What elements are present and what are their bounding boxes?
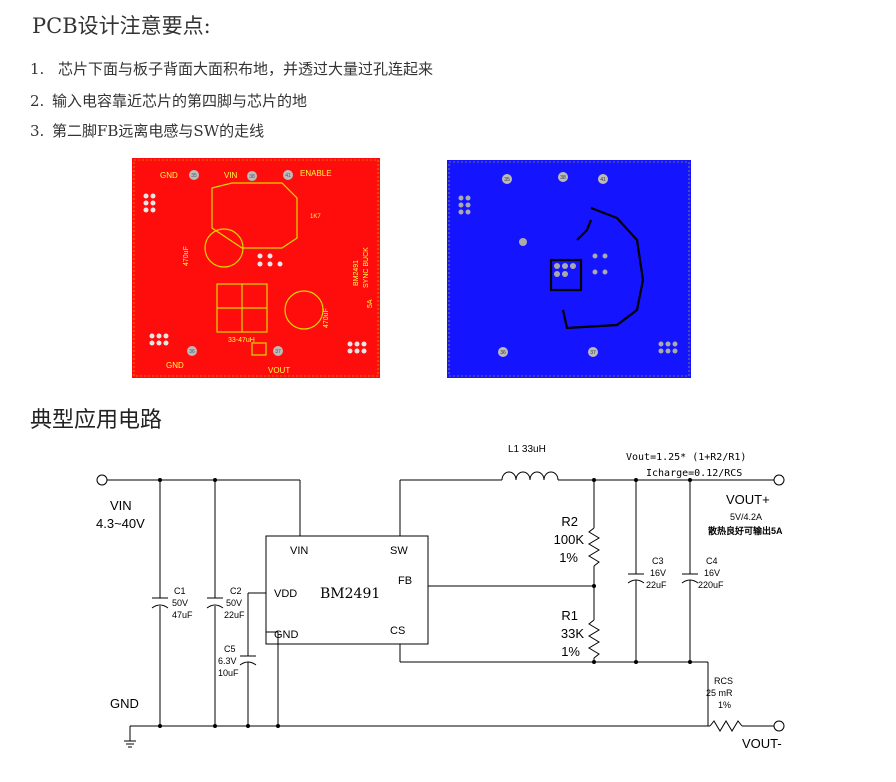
note-number: 3. (30, 122, 45, 140)
pcb-bottom-background (447, 160, 691, 378)
pcb-label-gnd-bottom: GND (166, 361, 184, 370)
vout-plus-label: VOUT+ (726, 492, 770, 507)
rcs-ref: RCS (714, 676, 733, 686)
c1-value: 47uF (172, 610, 193, 620)
pcb-top-background (132, 158, 380, 378)
pad-label: 37 (590, 350, 596, 356)
note-3: 3. 第二脚FB远离电感与SW的走线 (30, 120, 264, 141)
c3-voltage: 16V (650, 568, 666, 578)
chip-name: BM2491 (320, 586, 380, 602)
r2-value: 100K (554, 532, 585, 547)
r1-value: 33K (561, 626, 584, 641)
vout-minus-label: VOUT- (742, 736, 782, 751)
pcb-bottom-layer-image: 35 38 41 36 37 (447, 160, 691, 378)
r2-tolerance: 1% (559, 550, 578, 565)
section-title: 典型应用电路 (30, 408, 163, 433)
note-2: 2. 输入电容靠近芯片的第四脚与芯片的地 (30, 90, 307, 111)
pcb-label-resistor: 1K7 (310, 214, 321, 220)
r1-tolerance: 1% (561, 644, 580, 659)
note-text: 芯片下面与板子背面大面积布地，并透过大量过孔连起来 (58, 60, 434, 78)
note-number: 1. (30, 60, 45, 78)
pin-gnd: GND (274, 629, 299, 641)
pcb-label-cap2: 470uF (323, 308, 330, 328)
pcb-label-sync: SYNC BUCK (363, 247, 370, 288)
vin-range-label: 4.3~40V (96, 516, 145, 531)
pad-label: 36 (500, 350, 506, 356)
c5-ref: C5 (224, 644, 236, 654)
c3-ref: C3 (652, 556, 664, 566)
pcb-label-inductor: 33-47uH (228, 337, 255, 344)
c2-voltage: 50V (226, 598, 242, 608)
pin-sw: SW (390, 545, 408, 557)
pad-label: 41 (600, 177, 606, 183)
pcb-label-amp: 5A (367, 299, 374, 308)
pad-label: 35 (504, 177, 510, 183)
c1-ref: C1 (174, 586, 186, 596)
note-1: 1. 芯片下面与板子背面大面积布地，并透过大量过孔连起来 (30, 58, 433, 79)
r2-ref: R2 (561, 514, 578, 529)
application-circuit-schematic: VIN 4.3~40V GND VIN SW FB VDD GND CS BM2… (96, 444, 785, 751)
pad-label: 35 (191, 173, 197, 179)
pad-label: 41 (285, 173, 291, 179)
note-number: 2. (30, 92, 45, 110)
vout-spec: 5V/4.2A (730, 512, 762, 522)
pad-label: 38 (249, 174, 255, 180)
gnd-label: GND (110, 696, 139, 711)
page-title: PCB设计注意要点: (32, 14, 211, 38)
pcb-label-gnd: GND (160, 171, 178, 180)
note-text: 第二脚FB远离电感与SW的走线 (52, 122, 265, 140)
pin-fb: FB (398, 575, 412, 587)
c2-ref: C2 (230, 586, 242, 596)
pcb-label-enable: ENABLE (300, 169, 332, 178)
pad-label: 37 (275, 349, 281, 355)
icharge-formula: Icharge=0.12/RCS (646, 468, 742, 479)
c4-value: 220uF (698, 580, 724, 590)
c4-voltage: 16V (704, 568, 720, 578)
pad-label: 38 (560, 175, 566, 181)
pin-vdd: VDD (274, 588, 297, 600)
vout-formula: Vout=1.25* (1+R2/R1) (626, 452, 746, 463)
inductor-label: L1 33uH (508, 444, 546, 455)
note-text: 输入电容靠近芯片的第四脚与芯片的地 (52, 92, 308, 110)
pad-label: 36 (189, 349, 195, 355)
c5-value: 10uF (218, 668, 239, 678)
pin-vin: VIN (290, 545, 308, 557)
c3-value: 22uF (646, 580, 667, 590)
pcb-label-vout: VOUT (268, 366, 290, 375)
pcb-label-cap1: 470uF (183, 246, 190, 266)
pcb-label-part: BM2491 (353, 260, 360, 286)
pcb-label-vin: VIN (224, 171, 238, 180)
c1-voltage: 50V (172, 598, 188, 608)
r1-ref: R1 (561, 608, 578, 623)
c5-voltage: 6.3V (218, 656, 237, 666)
pcb-top-layer-image: 35 38 41 36 37 GND VIN ENABLE GND VOUT 3… (132, 158, 380, 378)
c2-value: 22uF (224, 610, 245, 620)
c4-ref: C4 (706, 556, 718, 566)
rcs-value: 25 mR (706, 688, 733, 698)
rcs-tolerance: 1% (718, 700, 731, 710)
vout-note: 散热良好可输出5A (708, 525, 783, 536)
vin-label: VIN (110, 498, 132, 513)
pin-cs: CS (390, 625, 405, 637)
